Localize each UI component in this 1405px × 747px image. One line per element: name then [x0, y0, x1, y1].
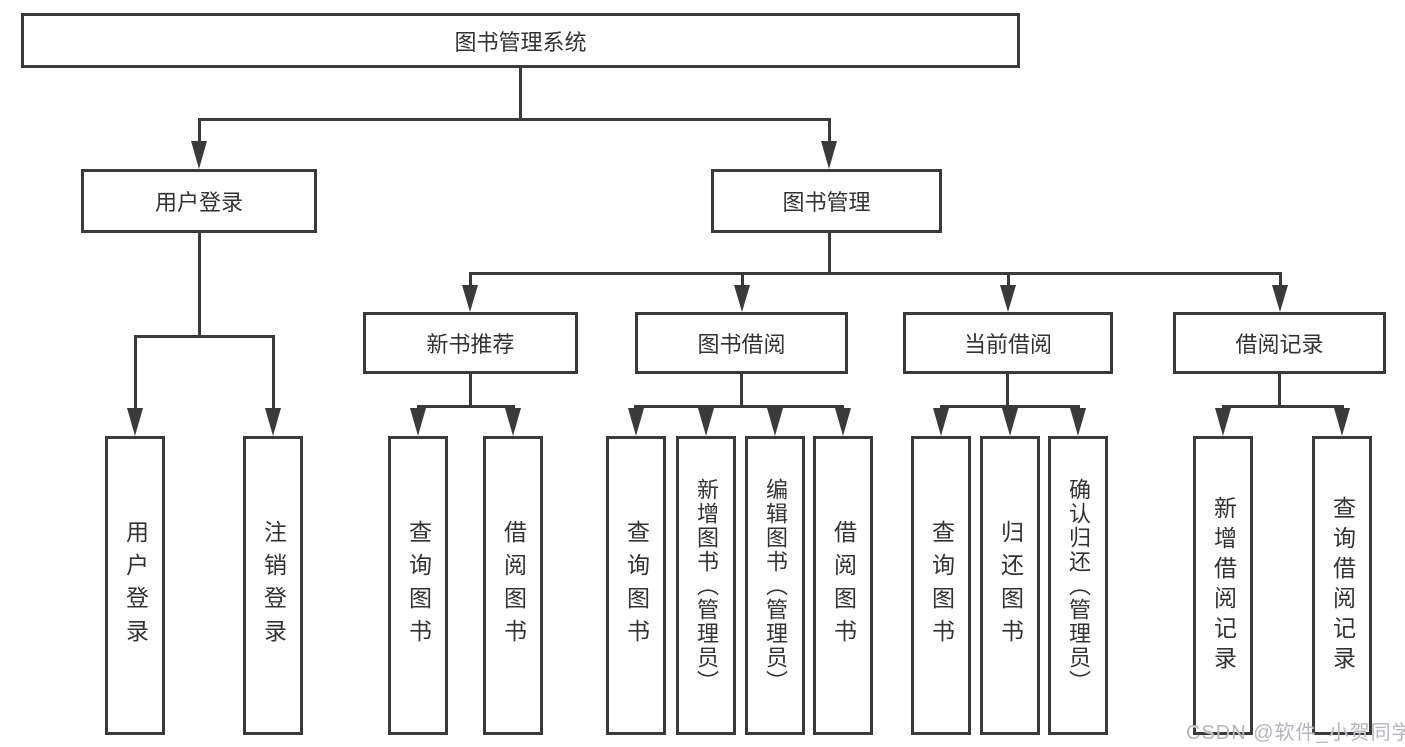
connector-branch: [417, 405, 515, 408]
connector-stem: [828, 119, 831, 142]
leaf-add-borrow-record: 新增借阅记录: [1193, 436, 1253, 735]
leaf-query-books: 查询图书: [911, 436, 971, 735]
connector-level3-branch: [469, 272, 1282, 275]
connector-stem: [272, 336, 275, 409]
leaf-edit-book-admin: 编辑图书（管理员）: [745, 436, 805, 735]
connector-stem: [828, 233, 831, 274]
connector-stem: [1279, 273, 1282, 287]
arrow-down-icon: [821, 141, 837, 169]
connector-stem: [134, 336, 137, 409]
connector-stem: [469, 273, 472, 287]
connector-stem: [741, 273, 744, 287]
node-user-login: 用户登录: [81, 169, 317, 233]
arrow-down-icon: [1070, 408, 1086, 436]
arrow-down-icon: [410, 408, 426, 436]
leaf-query-books: 查询图书: [388, 436, 448, 735]
connector-branch: [634, 405, 844, 408]
arrow-down-icon: [265, 408, 281, 436]
node-new-book-recommend: 新书推荐: [363, 312, 578, 374]
node-borrow-records: 借阅记录: [1173, 312, 1386, 374]
arrow-down-icon: [734, 285, 750, 312]
leaf-query-books: 查询图书: [606, 436, 666, 735]
arrow-down-icon: [1215, 408, 1231, 436]
leaf-return-books: 归还图书: [980, 436, 1040, 735]
connector-stem: [469, 374, 472, 407]
leaf-user-login: 用户登录: [105, 436, 165, 735]
connector-stem: [1006, 374, 1009, 407]
arrow-down-icon: [505, 408, 521, 436]
connector-branch: [940, 405, 1080, 408]
connector-stem: [198, 233, 201, 337]
connector-branch: [1222, 405, 1344, 408]
leaf-confirm-return-admin: 确认归还（管理员）: [1048, 436, 1108, 735]
node-root: 图书管理系统: [21, 13, 1020, 68]
leaf-query-borrow-record: 查询借阅记录: [1312, 436, 1372, 735]
arrow-down-icon: [698, 408, 714, 436]
leaf-logout: 注销登录: [243, 436, 303, 735]
arrow-down-icon: [1272, 285, 1288, 312]
arrow-down-icon: [767, 408, 783, 436]
arrow-down-icon: [933, 408, 949, 436]
node-book-borrow: 图书借阅: [635, 312, 848, 374]
node-book-management: 图书管理: [711, 169, 942, 233]
leaf-add-book-admin: 新增图书（管理员）: [676, 436, 736, 735]
arrow-down-icon: [628, 408, 644, 436]
leaf-borrow-books: 借阅图书: [483, 436, 543, 735]
arrow-down-icon: [1000, 285, 1016, 312]
arrow-down-icon: [1334, 408, 1350, 436]
arrow-down-icon: [127, 408, 143, 436]
arrow-down-icon: [1002, 408, 1018, 436]
csdn-watermark: CSDN @软件_小贺同学: [1186, 722, 1405, 744]
connector-branch: [134, 335, 275, 338]
connector-level2-branch: [198, 118, 831, 121]
arrow-down-icon: [835, 408, 851, 436]
node-current-borrow: 当前借阅: [903, 312, 1113, 374]
connector-stem: [198, 119, 201, 142]
arrow-down-icon: [191, 141, 207, 169]
arrow-down-icon: [462, 285, 478, 312]
leaf-borrow-books: 借阅图书: [813, 436, 873, 735]
connector-stem: [740, 374, 743, 407]
connector-stem: [1007, 273, 1010, 287]
connector-root-stem: [519, 68, 522, 120]
connector-stem: [1278, 374, 1281, 407]
